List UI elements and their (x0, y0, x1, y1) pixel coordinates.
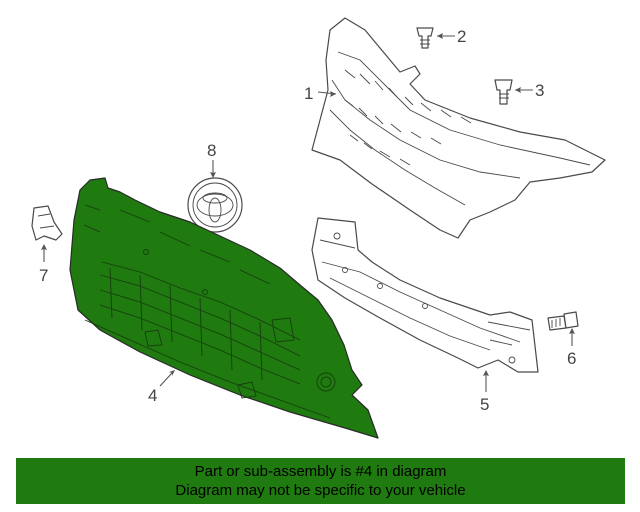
callout-4: 4 (148, 386, 157, 405)
part-5-support-bracket[interactable] (311, 217, 539, 373)
callout-8: 8 (207, 141, 216, 160)
part-7-bracket[interactable] (31, 205, 63, 241)
banner-line-2: Diagram may not be specific to your vehi… (175, 482, 466, 499)
callout-1: 1 (304, 84, 313, 103)
callout-6: 6 (567, 349, 576, 368)
callout-3: 3 (535, 81, 544, 100)
part-1-upper-grille[interactable] (311, 17, 606, 239)
callout-5: 5 (480, 395, 489, 414)
part-2-clip[interactable] (416, 27, 434, 49)
info-banner: Part or sub-assembly is #4 in diagram Di… (16, 458, 625, 504)
part-6-bolt[interactable] (547, 311, 579, 331)
callout-2: 2 (457, 27, 466, 46)
part-8-emblem[interactable] (187, 177, 243, 233)
banner-line-1: Part or sub-assembly is #4 in diagram (194, 463, 447, 480)
part-3-clip[interactable] (494, 79, 513, 105)
part-4-front-grille[interactable] (69, 177, 379, 439)
parts-diagram: 1 2 3 4 5 6 7 8 (31, 17, 606, 439)
callout-7: 7 (39, 266, 48, 285)
leader-lines (41, 33, 575, 392)
